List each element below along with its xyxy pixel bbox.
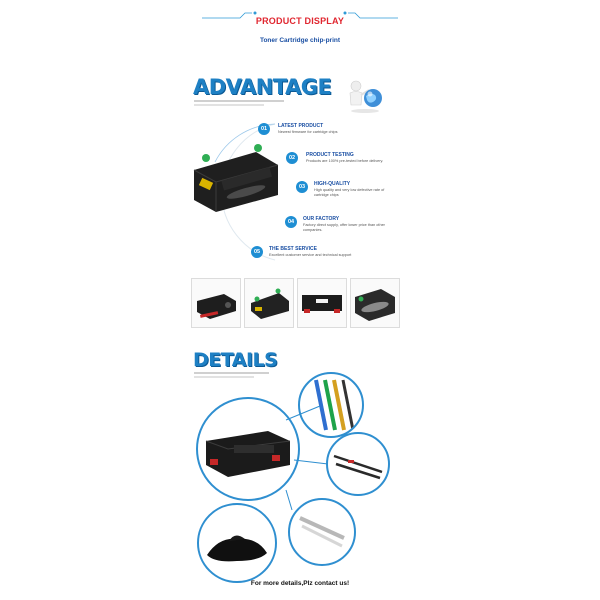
feature-number: 01 [258, 123, 270, 135]
advantage-heading-caption [194, 100, 294, 106]
person-globe-icon [349, 80, 382, 113]
product-thumbnail[interactable] [350, 278, 400, 328]
feature-number: 04 [285, 216, 297, 228]
header-decoration [202, 11, 398, 19]
feature-number: 05 [251, 246, 263, 258]
product-thumbnail[interactable] [244, 278, 294, 328]
page-subtitle: Toner Cartridge chip-print [259, 37, 341, 44]
feature-title: HIGH-QUALITY [314, 181, 351, 187]
detail-connectors [285, 405, 329, 511]
feature-title: OUR FACTORY [303, 216, 340, 222]
detail-rollers-circle [298, 372, 364, 438]
feature-desc: Newest firmware for cartridge chips [278, 130, 338, 134]
detail-drum-unit-circle [196, 397, 300, 501]
product-thumbnail[interactable] [297, 278, 347, 328]
feature-desc: Products are 100% pre-tested before deli… [306, 159, 384, 163]
drum-unit-image [193, 144, 279, 212]
feature-title: PRODUCT TESTING [306, 152, 354, 158]
feature-number: 03 [296, 181, 308, 193]
product-thumbnail[interactable] [191, 278, 241, 328]
feature-number: 02 [286, 152, 298, 164]
details-heading: DETAILS [193, 349, 278, 371]
detail-roller-pair-circle [326, 432, 390, 496]
advantage-heading: ADVANTAGE [193, 75, 332, 99]
details-heading-caption [194, 372, 274, 378]
feature-title: LATEST PRODUCT [278, 123, 324, 129]
feature-desc: High quality and very low defective rate… [314, 188, 385, 197]
feature-desc: Excellent customer service and technical… [269, 253, 352, 257]
detail-toner-powder-circle [197, 503, 277, 583]
feature-title: THE BEST SERVICE [269, 246, 317, 252]
detail-wiper-blade-circle [288, 498, 356, 566]
contact-footer: For more details,Plz contact us! [250, 580, 350, 587]
page-title: PRODUCT DISPLAY [255, 16, 345, 26]
feature-desc: Factory direct supply, offer lower price… [303, 223, 385, 232]
